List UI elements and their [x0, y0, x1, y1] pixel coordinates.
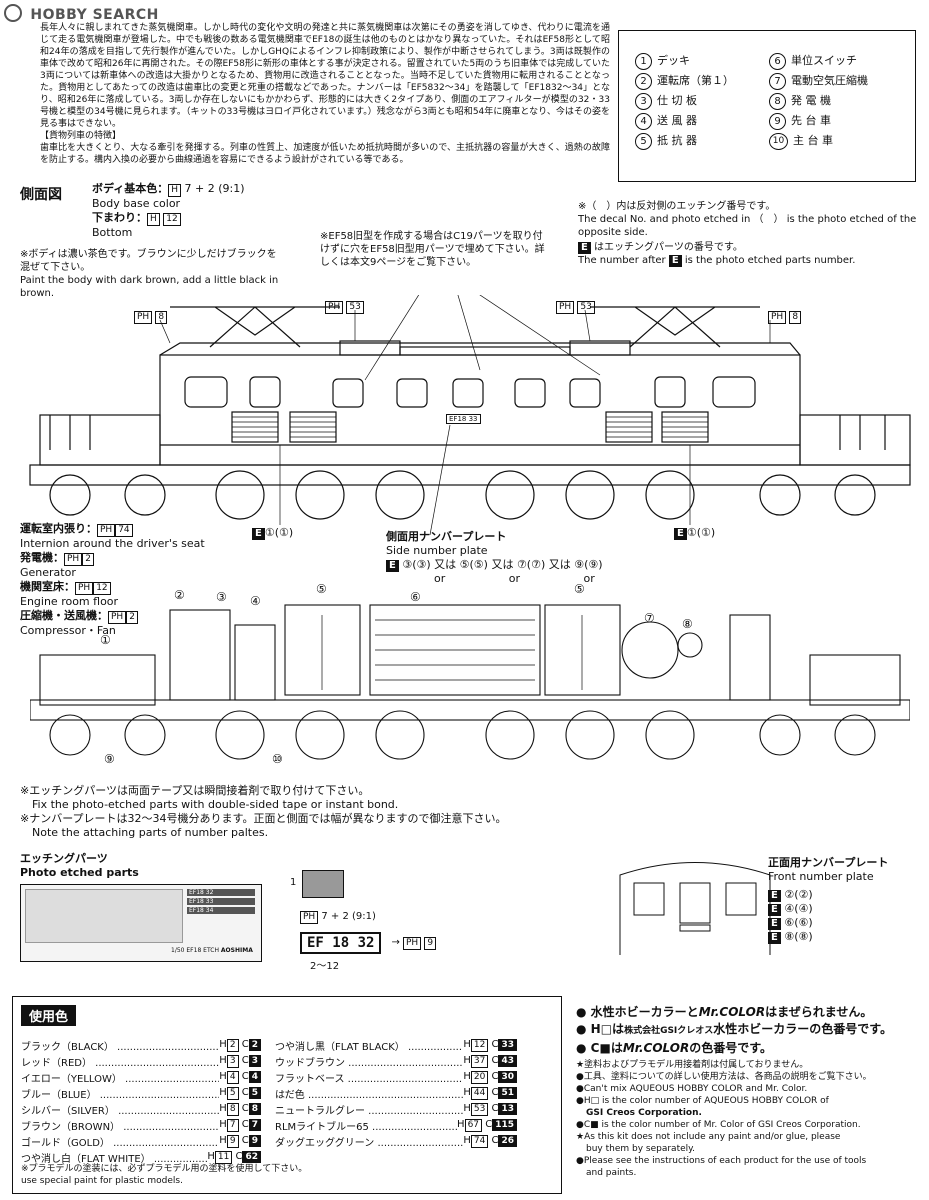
locomotive-internal-view [30, 604, 910, 760]
etch-sheet: EF18 32 EF18 33 EF18 34 1/50 EF18 ETCH A… [20, 884, 262, 962]
etch-part1-color: PH 7 + 2 (9:1) [300, 910, 376, 924]
paint-info: ● 水性ホビーカラーとMr.COLORはまぜられません。 ● H□は株式会社GS… [576, 1004, 922, 1179]
part-number-label: ④ [250, 594, 261, 608]
colors-used-box: 使用色 ブラック（BLACK）H2 C2 レッド（RED）H3 C3 イエロー（… [12, 996, 562, 1194]
paint-info-line: ● C■はMr.COLORの色番号です。 [576, 1041, 773, 1055]
etch-part1-plate-icon [302, 870, 344, 898]
note-opposite: ※（ ）内は反対側のエッチング番号です。 The decal No. and p… [578, 201, 917, 267]
paint-row: レッド（RED）H3 C3 [21, 1053, 261, 1069]
locomotive-side-view [29, 295, 911, 535]
watermark: HOBBY SEARCH [4, 4, 159, 23]
photo-etched-title: エッチングパーツ Photo etched parts [20, 852, 139, 879]
paint-info-notes: ★塗料およびプラモデル用接着剤は付属しておりません。 ●工具、塗料についての詳し… [576, 1060, 872, 1178]
paint-row: ブラウン（BROWN）H7 C7 [21, 1117, 261, 1133]
part-number-label: ⑤ [316, 582, 327, 596]
etch-plate-strips: EF18 32 EF18 33 EF18 34 [187, 889, 255, 916]
colors-left-list: ブラック（BLACK）H2 C2 レッド（RED）H3 C3 イエロー（YELL… [21, 1037, 261, 1165]
etch-sheet-code: 1/50 EF18 ETCH AOSHIMA [171, 947, 253, 954]
paint-row: ブルー（BLUE）H5 C5 [21, 1085, 261, 1101]
pantograph-right-icon [590, 306, 760, 348]
number-plate-sample: EF 18 32 → PH 9 [300, 932, 437, 954]
part-number-label: ⑨ [104, 752, 115, 766]
note-ef58: ※EF58旧型を作成する場合はC19パーツを取り付けずに穴をEF58旧型用パーツ… [320, 231, 545, 268]
paint-row: ウッドブラウンH37 C43 [275, 1053, 517, 1069]
paint-row: ゴールド（GOLD）H9 C9 [21, 1133, 261, 1149]
paint-row: シルバー（SILVER）H8 C8 [21, 1101, 261, 1117]
paint-row: イエロー（YELLOW）H4 C4 [21, 1069, 261, 1085]
ph-label: PH 53 [556, 300, 595, 314]
body-color-spec: ボディ基本色：H 7 + 2 (9:1) Body base color 下まわ… [92, 182, 245, 239]
front-number-plate: 正面用ナンバープレート Front number plate E ②(②) E … [768, 856, 889, 944]
part-number-label: ⑧ [682, 617, 693, 631]
plate-range: 2〜12 [310, 961, 340, 972]
part-number-label: ② [174, 588, 185, 602]
part-number-label: ① [100, 633, 111, 647]
part-number-label: ⑥ [410, 590, 421, 604]
hobby-search-logo-icon [4, 4, 22, 22]
intro-paragraph: 長年人々に親しまれてきた蒸気機関車。しかし時代の変化や文明の発達と共に蒸気機関車… [40, 23, 610, 57]
intro-closing: 歯車比を大きくとり、大なる牽引を発揮する。列車の性質上、加速度が低いため抵抗時間… [40, 143, 610, 165]
number-plate-tag: EF18 33 [446, 414, 481, 424]
side-view-title: 側面図 [20, 187, 62, 203]
part-number-label: ⑦ [644, 611, 655, 625]
colors-right-list: つや消し黒（FLAT BLACK）H12 C33 ウッドブラウンH37 C43 … [275, 1037, 517, 1149]
locomotive-front-view [619, 862, 771, 955]
part-number-label: ⑤ [574, 582, 585, 596]
paint-row: つや消し白（FLAT WHITE）H11 C62 [21, 1149, 261, 1165]
ph-label: PH 53 [325, 300, 364, 314]
part-number-label: ③ [216, 590, 227, 604]
paint-row: つや消し黒（FLAT BLACK）H12 C33 [275, 1037, 517, 1053]
part-number-label: ⑩ [272, 752, 283, 766]
ph-label: PH 8 [768, 310, 802, 324]
paint-info-line: ● H□は株式会社GSIクレオス水性ホビーカラーの色番号です。 [576, 1022, 893, 1036]
intro-text: 長年人々に親しまれてきた蒸気機関車。しかし時代の変化や文明の発達と共に蒸気機関車… [40, 22, 610, 166]
etch-notes: ※エッチングパーツは両面テープ又は瞬間接着剤で取り付けて下さい。 Fix the… [20, 784, 507, 839]
paint-row: ダッグエッググリーンH74 C26 [275, 1133, 517, 1149]
paint-row: フラットベースH20 C30 [275, 1069, 517, 1085]
paint-row: はだ色H44 C51 [275, 1085, 517, 1101]
intro-paragraph: 3両は既製作の車体で改めて昭和26年に再開された。その際EF58形に新形の車体と… [40, 47, 611, 105]
colors-footnote: ※プラモデルの塗装には、必ずプラモデル用の塗料を使用して下さい。 use spe… [21, 1164, 308, 1186]
paint-code-h-icon: H [147, 213, 160, 226]
etch-sheet-grille-icon [25, 889, 183, 943]
intro-subheading: 【貨物列車の特徴】 [40, 131, 122, 141]
paint-info-line: ● 水性ホビーカラーとMr.COLORはまぜられません。 [576, 1005, 873, 1019]
colors-used-title: 使用色 [21, 1005, 77, 1026]
intro-paragraph: 3両しか存在しないにもかかわらず、形態的には大きく2タイプあり、側面のエアフィル… [40, 95, 610, 129]
side-number-plate: 側面用ナンバープレート Side number plate E ③(③) 又は … [386, 530, 603, 585]
paint-row: ニュートラルグレーH53 C13 [275, 1101, 517, 1117]
pantograph-left-icon [170, 306, 340, 348]
note-brown: ※ボディは濃い茶色です。ブラウンに少しだけブラックを混ぜて下さい。 Paint … [20, 249, 279, 299]
paint-row: ブラック（BLACK）H2 C2 [21, 1037, 261, 1053]
ph-label: PH 8 [134, 310, 168, 324]
etch-part1-number: 1 [290, 877, 297, 888]
paint-code-h-icon: H [168, 184, 182, 197]
